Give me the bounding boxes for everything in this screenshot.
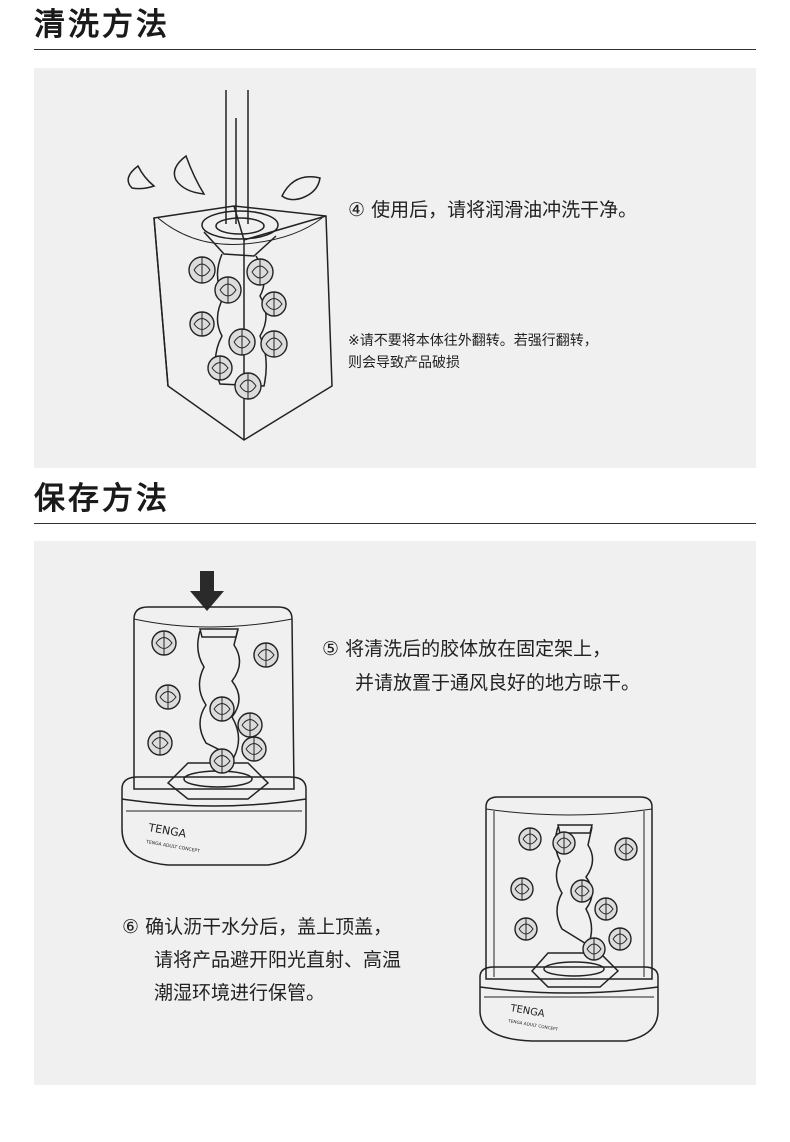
down-arrow-icon [190,571,224,611]
step5-line2: 并请放置于通风良好的地方晾干。 [355,672,641,694]
storage-title-rule [34,523,756,524]
case-logo: TENGA [508,1003,545,1020]
stand-logo: TENGA [146,821,187,841]
step6-line1: ⑥ 确认沥干水分后，盖上顶盖， [122,916,393,938]
storage-panel: TENGA TENGA ADULT CONCEPT ⑤ 将清洗后的胶体放在固定架… [34,541,756,1085]
covered-illustration: TENGA TENGA ADULT CONCEPT [479,796,659,1042]
step6-line3: 潮湿环境进行保管。 [154,982,326,1004]
step4-text: ④ 使用后，请将润滑油冲洗干净。 [348,199,638,221]
cleaning-title-rule [34,49,756,50]
note-line1: ※请不要将本体往外翻转。若强行翻转， [348,333,598,349]
water-drop-icon [127,164,156,190]
step5-line1: ⑤ 将清洗后的胶体放在固定架上， [322,638,612,660]
stand-tagline: TENGA ADULT CONCEPT [145,839,201,855]
drying-illustration: TENGA TENGA ADULT CONCEPT [121,571,307,866]
case-tagline: TENGA ADULT CONCEPT [507,1018,559,1032]
cleaning-panel: ④ 使用后，请将润滑油冲洗干净。 ※请不要将本体往外翻转。若强行翻转， 则会导致… [34,68,756,468]
storage-title: 保存方法 [34,481,170,517]
note-line2: 则会导致产品破损 [348,355,460,371]
step6-line2: 请将产品避开阳光直射、高温 [154,949,402,971]
cleaning-illustration [127,90,333,441]
cleaning-title: 清洗方法 [34,7,170,43]
